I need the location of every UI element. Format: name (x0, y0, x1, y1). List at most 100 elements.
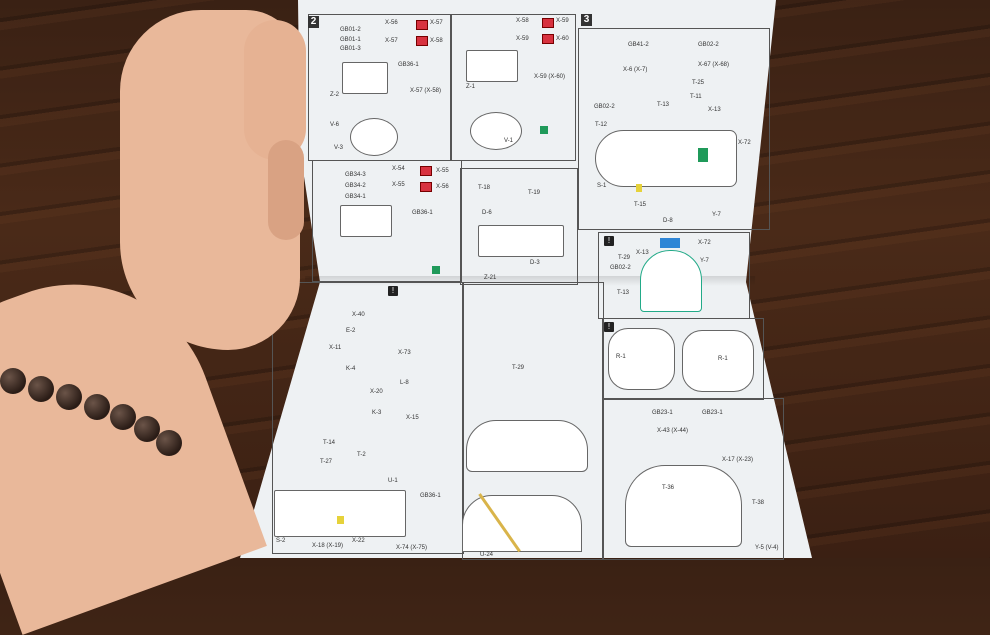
part-label: X-72 (738, 140, 751, 146)
red-part (420, 182, 432, 192)
part-label: T-14 (323, 440, 336, 446)
hull-outline-drawing (608, 328, 675, 390)
part-label: GB01-3 (340, 46, 361, 52)
fingers (268, 140, 304, 240)
yellow-part-highlight (337, 516, 344, 524)
step-number: 2 (308, 16, 319, 28)
part-label: E-2 (346, 328, 356, 334)
part-label: Y-7 (712, 212, 721, 218)
part-label: X-57 (430, 20, 443, 26)
part-label: Z-2 (330, 92, 339, 98)
part-label: GB36-1 (398, 62, 419, 68)
part-label: Z-21 (484, 275, 497, 281)
part-label: GB23-1 (652, 410, 673, 416)
part-label: GB02-2 (594, 104, 615, 110)
part-label: GB34-2 (345, 183, 366, 189)
part-label: T-12 (595, 122, 608, 128)
deck-drawing (478, 225, 564, 257)
part-label: GB01-1 (340, 37, 361, 43)
part-label: X-56 (385, 20, 398, 26)
part-label: X-59 (556, 18, 569, 24)
part-label: T-13 (657, 102, 670, 108)
part-label: T-29 (618, 255, 631, 261)
lower-left-panel (272, 282, 464, 554)
yellow-part-highlight (636, 184, 642, 192)
part-label: GB02-2 (610, 265, 631, 271)
part-label: K-3 (372, 410, 382, 416)
part-label: X-67 (X-68) (698, 62, 730, 68)
part-label: X-20 (370, 389, 383, 395)
part-label: T-2 (357, 452, 366, 458)
part-label: D-8 (663, 218, 673, 224)
part-label: GB36-1 (420, 493, 441, 499)
part-label: V-6 (330, 122, 340, 128)
part-label: D-3 (530, 260, 540, 266)
step-2-panel-c (312, 160, 462, 282)
part-label: T-18 (478, 185, 491, 191)
part-label: Y-7 (700, 258, 709, 264)
part-label: GB01-2 (340, 27, 361, 33)
part-label: X-40 (352, 312, 365, 318)
deck-drawing (595, 130, 737, 187)
part-label: K-4 (346, 366, 356, 372)
part-label: X-58 (430, 38, 443, 44)
part-label: X-6 (X-7) (623, 67, 648, 73)
part-label: Z-1 (466, 84, 475, 90)
hull-outline-drawing (682, 330, 754, 392)
part-label: X-59 (X-60) (534, 74, 566, 80)
part-label: X-43 (X-44) (657, 428, 689, 434)
part-label: X-55 (436, 168, 449, 174)
part-label: T-15 (634, 202, 647, 208)
part-label: X-59 (516, 36, 529, 42)
part-label: T-13 (617, 290, 630, 296)
part-label: X-72 (698, 240, 711, 246)
part-label: X-54 (392, 166, 405, 172)
turret-drawing (466, 50, 518, 82)
green-part-highlight (698, 148, 708, 162)
part-label: T-29 (512, 365, 525, 371)
part-label: GB23-1 (702, 410, 723, 416)
part-label: L-8 (400, 380, 409, 386)
red-part (542, 18, 554, 28)
blue-part-highlight (660, 238, 680, 248)
warning-icon: ! (604, 236, 614, 246)
part-label: T-25 (692, 80, 705, 86)
part-label: U-24 (480, 552, 494, 558)
part-label: T-19 (528, 190, 541, 196)
green-badge (540, 126, 548, 134)
turret-base-drawing (470, 112, 522, 150)
hull-section-drawing (625, 465, 742, 547)
part-label: X-13 (708, 107, 721, 113)
part-label: T-11 (690, 94, 702, 100)
part-label: R-1 (718, 356, 728, 362)
turret-drawing (342, 62, 388, 94)
part-label: X-73 (398, 350, 411, 356)
part-label: GB02-2 (698, 42, 719, 48)
hull-section-drawing (462, 495, 582, 552)
part-label: X-57 (385, 38, 398, 44)
part-label: GB34-3 (345, 172, 366, 178)
part-label: X-15 (406, 415, 419, 421)
part-label: X-55 (392, 182, 405, 188)
warning-icon: ! (388, 286, 398, 296)
part-label: T-36 (662, 485, 675, 491)
part-label: X-57 (X-58) (410, 88, 442, 94)
part-label: V-3 (334, 145, 344, 151)
part-label: V-1 (504, 138, 514, 144)
part-label: X-56 (436, 184, 449, 190)
bridge-outline-drawing (640, 250, 702, 312)
green-badge (432, 266, 440, 274)
part-label: GB34-1 (345, 194, 366, 200)
hull-section-drawing (274, 490, 406, 537)
part-label: S-1 (597, 183, 607, 189)
lower-right-panel-a (602, 318, 764, 400)
warning-icon: ! (604, 322, 614, 332)
thumb (244, 20, 306, 160)
part-label: S-2 (276, 538, 286, 544)
part-label: T-38 (752, 500, 765, 506)
red-part (416, 20, 428, 30)
part-label: X-18 (X-19) (312, 543, 344, 549)
part-label: X-13 (636, 250, 649, 256)
hull-section-drawing (466, 420, 588, 472)
part-label: U-1 (388, 478, 398, 484)
